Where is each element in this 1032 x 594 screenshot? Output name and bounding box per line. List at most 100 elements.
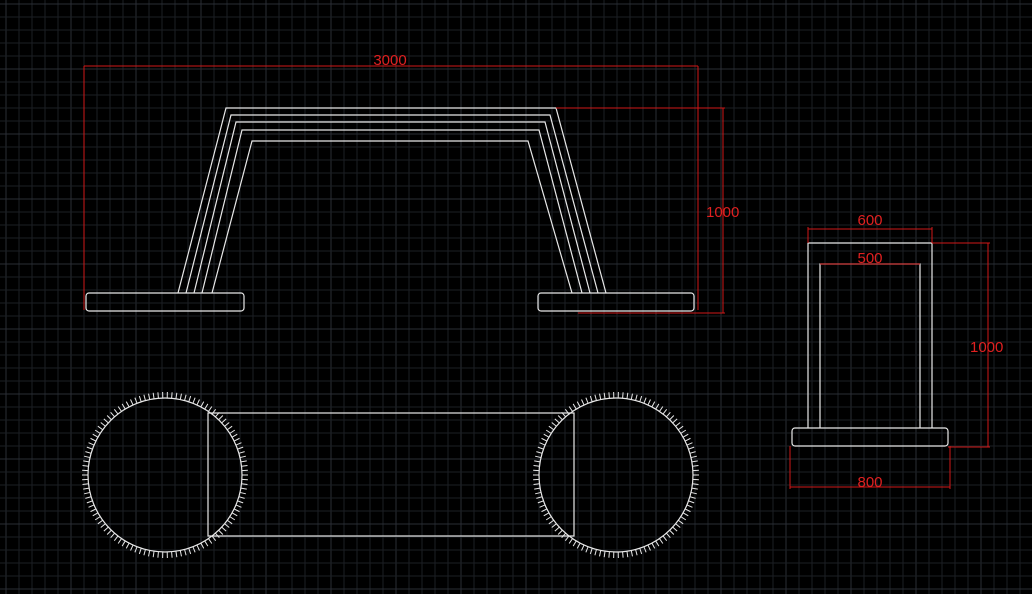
tick-mark — [238, 496, 245, 499]
tick-mark — [117, 406, 122, 412]
tick-mark — [204, 540, 209, 547]
tick-mark — [608, 551, 610, 558]
tick-mark — [557, 529, 563, 535]
tick-mark — [608, 392, 610, 399]
tick-mark — [175, 392, 178, 399]
tick-mark — [643, 546, 647, 553]
tick-mark — [192, 546, 196, 553]
side-outer-frame[interactable] — [807, 242, 933, 428]
tick-mark — [239, 455, 246, 459]
tick-mark — [157, 392, 159, 399]
tick-mark — [208, 538, 213, 544]
tick-mark — [551, 422, 557, 427]
tick-mark — [688, 500, 695, 504]
tick-mark — [233, 508, 240, 513]
side-base-rail[interactable] — [791, 427, 949, 447]
tick-mark — [539, 504, 546, 508]
tick-mark — [241, 465, 248, 467]
plan-left-circle[interactable] — [87, 397, 243, 553]
tick-mark — [599, 550, 602, 557]
tick-mark — [572, 403, 577, 410]
tick-mark — [534, 487, 541, 490]
tick-mark — [200, 542, 205, 549]
tick-mark — [690, 491, 697, 495]
dim-800-label: 800 — [857, 474, 882, 491]
tick-mark — [121, 403, 126, 410]
tick-mark — [125, 542, 130, 549]
tick-mark — [689, 496, 696, 499]
tick-mark — [215, 411, 220, 418]
tick-mark — [238, 451, 245, 454]
dim-3000-label: 3000 — [373, 52, 406, 69]
tick-mark — [594, 394, 597, 401]
tick-mark — [84, 491, 91, 495]
tick-mark — [148, 550, 151, 557]
tick-mark — [188, 548, 192, 555]
tick-mark — [543, 433, 550, 438]
tick-mark — [143, 549, 146, 556]
plan-left-tick-ring — [82, 392, 248, 558]
front-right-foot-rail[interactable] — [537, 292, 695, 312]
tick-mark — [82, 465, 89, 467]
plan-center-body[interactable] — [207, 412, 575, 537]
tick-mark — [211, 408, 217, 415]
tick-mark — [561, 411, 566, 418]
side-inner-frame[interactable] — [819, 263, 921, 428]
tick-mark — [564, 408, 570, 415]
tick-mark — [541, 508, 548, 513]
tick-mark — [138, 548, 142, 555]
tick-mark — [533, 483, 540, 485]
tick-mark — [184, 394, 187, 401]
tick-mark — [215, 532, 220, 539]
tick-mark — [651, 401, 656, 408]
frame-tube-1[interactable] — [177, 107, 607, 294]
tick-mark — [229, 516, 236, 521]
tick-mark — [184, 549, 187, 556]
tick-mark — [666, 411, 671, 418]
tick-mark — [88, 442, 95, 446]
frame-tube-3[interactable] — [193, 121, 591, 294]
tick-mark — [543, 512, 550, 517]
frame-tube-4[interactable] — [201, 129, 583, 294]
tick-mark — [689, 451, 696, 454]
tick-mark — [647, 399, 651, 406]
tick-mark — [557, 415, 563, 421]
front-view: 3000 1000 — [83, 52, 739, 314]
plan-view — [82, 392, 699, 558]
tick-mark — [157, 551, 159, 558]
tick-mark — [218, 415, 224, 421]
tick-mark — [171, 551, 173, 558]
tick-mark — [630, 550, 633, 557]
tick-mark — [551, 523, 557, 528]
tick-mark — [691, 460, 698, 463]
tick-mark — [626, 551, 629, 558]
tick-mark — [603, 392, 606, 399]
tick-mark — [692, 465, 699, 467]
frame-tube-5[interactable] — [211, 140, 573, 294]
tick-mark — [545, 429, 552, 434]
tick-mark — [669, 529, 675, 535]
tick-mark — [117, 538, 122, 544]
dim-front-1000-label: 1000 — [706, 204, 739, 221]
tick-mark — [680, 516, 687, 521]
tick-mark — [554, 526, 560, 532]
tick-mark — [537, 500, 544, 504]
tick-mark — [680, 429, 687, 434]
plan-right-circle[interactable] — [538, 397, 694, 553]
tick-mark — [152, 551, 155, 558]
front-left-foot-rail[interactable] — [85, 292, 245, 312]
tick-mark — [110, 411, 115, 418]
tick-mark — [677, 519, 684, 525]
frame-tube-2[interactable] — [185, 114, 599, 294]
tick-mark — [90, 437, 97, 442]
tick-mark — [231, 512, 238, 517]
tick-mark — [690, 455, 697, 459]
tick-mark — [143, 394, 146, 401]
tick-mark — [83, 460, 90, 463]
tick-mark — [83, 487, 90, 490]
tick-mark — [208, 406, 213, 412]
tick-mark — [643, 397, 647, 404]
tick-mark — [113, 408, 119, 415]
tick-mark — [585, 546, 589, 553]
